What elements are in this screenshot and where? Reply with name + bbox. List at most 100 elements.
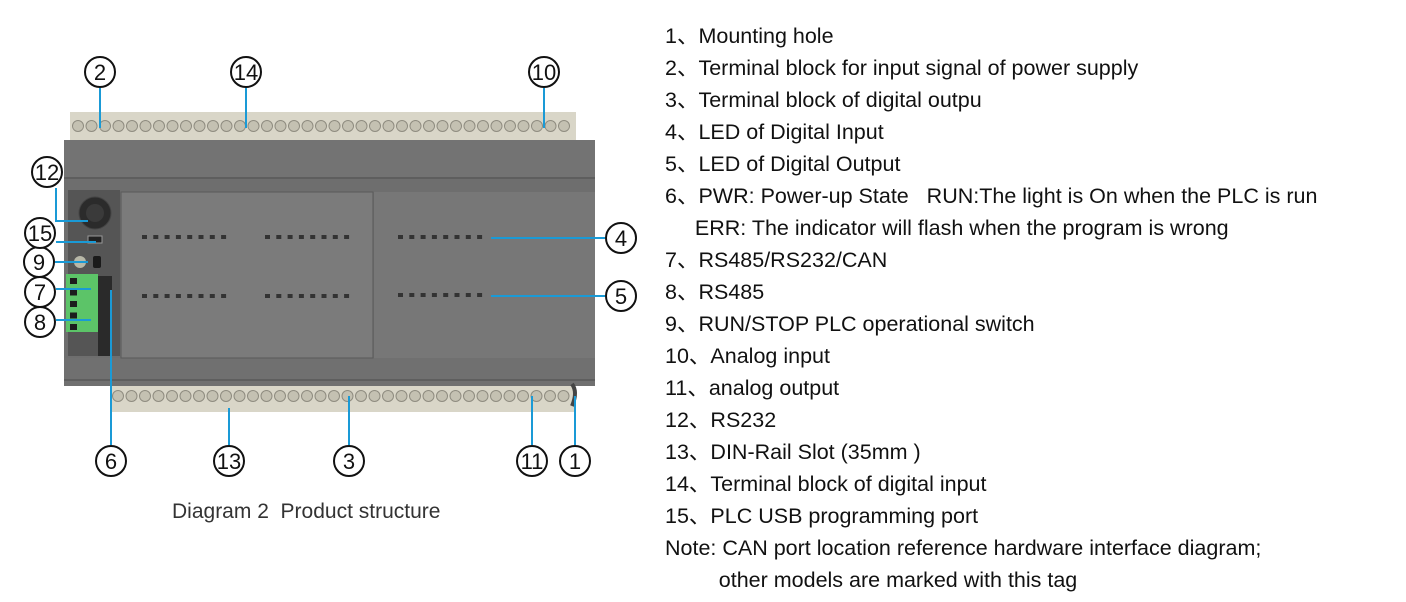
legend-item: 8、RS485 — [665, 280, 765, 304]
led-indicator — [198, 235, 204, 239]
terminal-screw — [220, 390, 232, 402]
led-indicator — [287, 235, 293, 239]
led-indicator — [276, 235, 282, 239]
led-rows — [142, 235, 483, 298]
terminal-screw — [301, 120, 314, 132]
terminal-screw — [557, 390, 570, 402]
terminal-screw — [220, 120, 233, 132]
led-indicator — [276, 294, 282, 298]
callout-15: 15 — [24, 217, 56, 249]
terminal-screw — [112, 390, 124, 402]
terminal-screw — [436, 120, 449, 132]
terminal-screw — [503, 390, 516, 402]
terminal-screw — [544, 120, 557, 132]
terminal-screw — [369, 120, 381, 132]
terminal-screw — [422, 390, 435, 402]
callout-12: 12 — [31, 156, 63, 188]
callout-number: 15 — [28, 221, 52, 246]
callout-number: 14 — [234, 60, 258, 85]
led-indicator — [454, 293, 460, 297]
callout-7: 7 — [24, 276, 56, 308]
led-indicator — [420, 235, 426, 239]
led-indicator — [409, 293, 415, 297]
terminal-screw — [206, 390, 219, 402]
terminal-screw — [152, 390, 165, 402]
top-label-band — [64, 140, 595, 178]
terminal-screw — [166, 390, 178, 402]
terminal-screw — [342, 120, 354, 132]
led-indicator — [287, 294, 293, 298]
callout-number: 1 — [569, 449, 581, 474]
led-indicator — [209, 294, 215, 298]
bottom-terminal-screws — [112, 390, 570, 402]
terminal-screw — [396, 120, 408, 132]
callout-11: 11 — [516, 445, 548, 477]
terminal-screw — [490, 120, 503, 132]
terminal-screw — [544, 390, 556, 402]
diagram-caption: Diagram 2 Product structure — [172, 500, 441, 523]
terminal-screw — [99, 120, 111, 132]
terminal-screw — [558, 120, 570, 132]
terminal-screw — [207, 120, 219, 132]
terminal-screw — [153, 120, 165, 132]
legend-note: Note: CAN port location reference hardwa… — [665, 536, 1262, 560]
led-indicator — [398, 293, 403, 297]
callout-number: 2 — [94, 60, 106, 85]
led-indicator — [465, 293, 471, 297]
led-indicator — [420, 293, 426, 297]
terminal-screw — [517, 390, 529, 402]
legend-note: other models are marked with this tag — [665, 568, 1078, 592]
terminal-screw — [531, 120, 543, 132]
terminal-screw — [180, 120, 192, 132]
terminal-screw — [288, 120, 300, 132]
terminal-screw — [449, 390, 462, 402]
terminal-screw — [355, 390, 367, 402]
led-indicator — [454, 235, 460, 239]
led-indicator — [164, 294, 170, 298]
terminal-screw — [112, 120, 125, 132]
legend-item: 7、RS485/RS232/CAN — [665, 248, 888, 272]
terminal-screw — [85, 120, 98, 132]
terminal-screw — [463, 390, 475, 402]
callout-14: 14 — [230, 56, 262, 88]
led-indicator — [332, 235, 338, 239]
callout-6: 6 — [95, 445, 127, 477]
terminal-screw — [490, 390, 502, 402]
terminal-screw — [274, 120, 287, 132]
led-indicator — [443, 235, 449, 239]
legend-item: 9、RUN/STOP PLC operational switch — [665, 312, 1035, 336]
led-indicator — [209, 235, 215, 239]
legend-list: 1、Mounting hole 2、Terminal block for inp… — [665, 20, 1317, 596]
terminal-screw — [382, 390, 394, 402]
terminal-screw — [341, 390, 354, 402]
terminal-screw — [233, 390, 246, 402]
callout-number: 11 — [521, 449, 544, 474]
legend-item: 11、analog output — [665, 376, 840, 400]
callout-9: 9 — [23, 246, 55, 278]
terminal-screw — [423, 120, 435, 132]
callout-number: 5 — [615, 284, 627, 309]
terminal-screw — [166, 120, 179, 132]
led-indicator — [310, 294, 316, 298]
callout-10: 10 — [528, 56, 560, 88]
callout-number: 10 — [532, 60, 556, 85]
terminal-screw — [125, 390, 138, 402]
terminal-screw — [287, 390, 300, 402]
terminal-screw — [179, 390, 192, 402]
terminal-screw — [409, 390, 421, 402]
led-indicator — [142, 235, 147, 239]
callout-3: 3 — [333, 445, 365, 477]
led-indicator — [344, 235, 350, 239]
right-cover-panel — [374, 192, 595, 358]
top-terminal-screws — [72, 120, 570, 132]
callout-number: 6 — [105, 449, 117, 474]
terminal-screw — [274, 390, 286, 402]
terminal-screw — [328, 390, 340, 402]
legend-item: 14、Terminal block of digital input — [665, 472, 987, 496]
led-indicator — [265, 294, 270, 298]
terminal-screw — [476, 390, 489, 402]
terminal-screw — [314, 390, 327, 402]
legend-item: 15、PLC USB programming port — [665, 504, 979, 528]
callout-number: 4 — [615, 226, 627, 251]
